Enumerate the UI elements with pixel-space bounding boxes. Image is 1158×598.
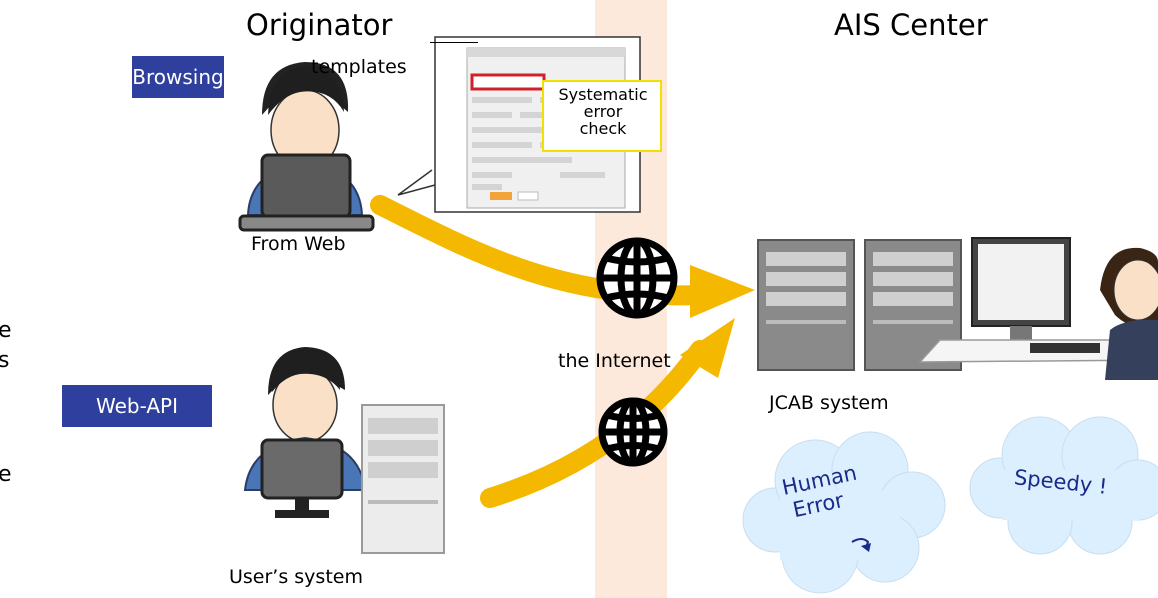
cut-off-letter-1: e [0, 318, 12, 343]
lower-arrow [480, 340, 710, 508]
users-system-caption: User’s system [229, 566, 363, 588]
title-underline [430, 42, 478, 43]
ais-center-title: AIS Center [834, 8, 988, 42]
operator-workstation-icon [918, 237, 1158, 380]
jcab-system-caption: JCAB system [769, 392, 889, 414]
server-tower-1-icon [757, 239, 855, 371]
cut-off-letter-3: e [0, 462, 12, 487]
browsing-badge: Browsing [132, 56, 224, 98]
human-error-cloud [742, 431, 946, 594]
systematic-error-check: Systematic error check [544, 86, 662, 137]
lower-arrowhead [680, 318, 735, 378]
templates-label: templates [311, 56, 407, 78]
template-callout [397, 36, 662, 213]
callout-line-3: check [579, 119, 627, 138]
globe-icon-lower [598, 397, 668, 467]
person-computer-icon [243, 347, 445, 554]
globe-icon-upper [596, 237, 678, 319]
cut-off-letter-2: s [0, 348, 10, 373]
callout-line-2: error [583, 102, 623, 121]
speedy-cloud [969, 416, 1158, 555]
from-web-caption: From Web [251, 233, 346, 255]
person-laptop-icon [238, 62, 375, 232]
originator-title: Originator [246, 8, 393, 42]
upper-arrowhead [690, 265, 755, 318]
callout-line-1: Systematic [558, 85, 648, 104]
internet-label: the Internet [558, 350, 671, 372]
web-api-badge: Web-API [62, 385, 212, 427]
error-arrow-icon [851, 538, 870, 549]
